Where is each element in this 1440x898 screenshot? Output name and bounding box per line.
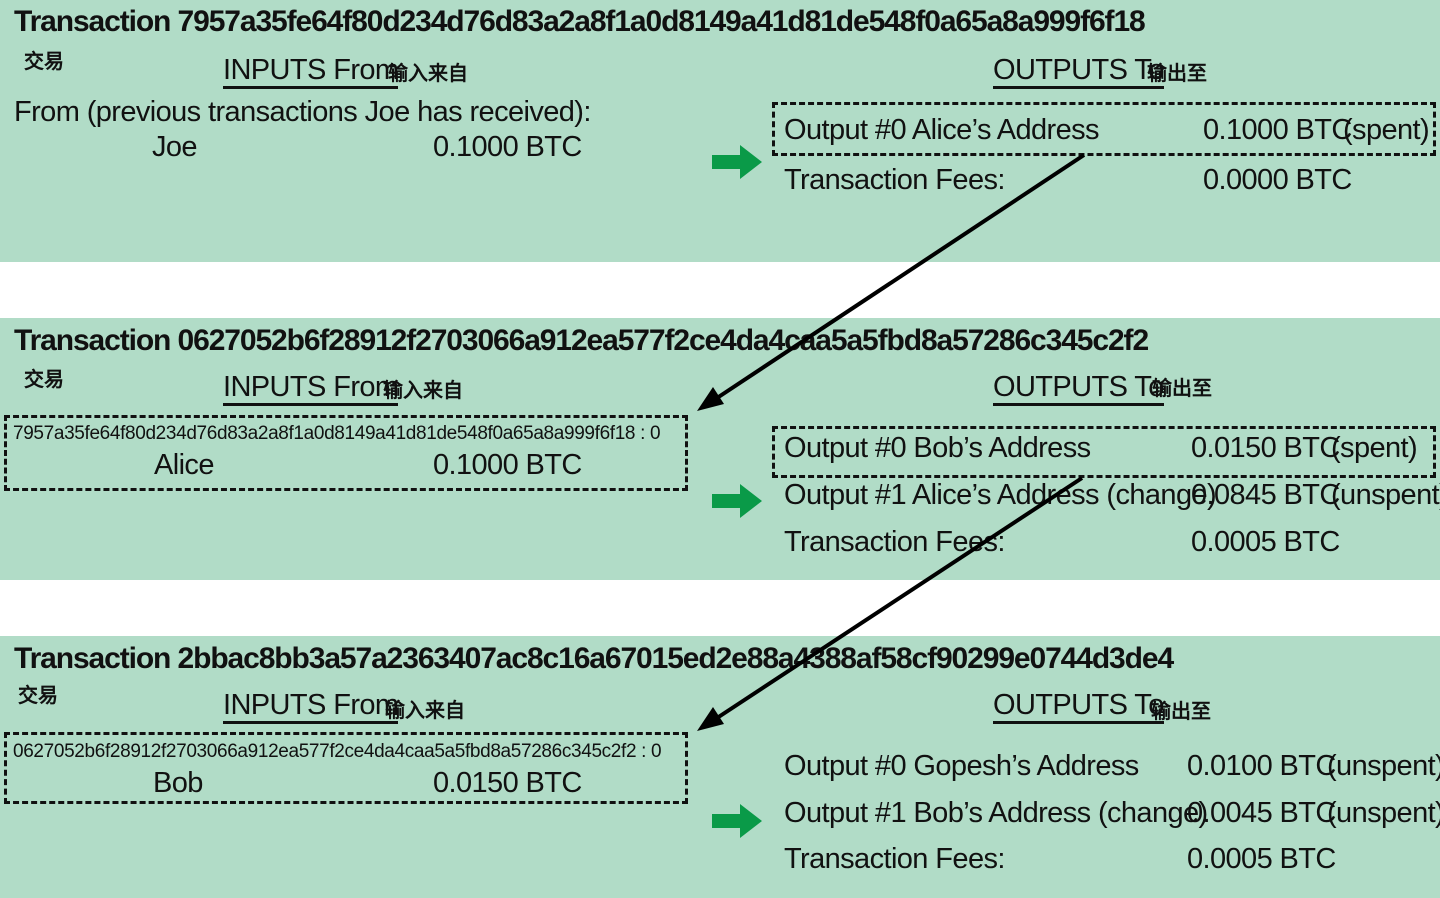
fees-label: Transaction Fees:: [784, 164, 1005, 196]
outputs-header-cn: 输出至: [1151, 701, 1211, 723]
transaction-panel-2: Transaction 2bbac8bb3a57a2363407ac8c16a6…: [0, 636, 1440, 898]
input-name: Alice: [154, 449, 214, 481]
input-note: From (previous transactions Joe has rece…: [14, 96, 591, 128]
output-label: Output #0 Bob’s Address: [784, 432, 1091, 464]
transaction-cn-label: 交易: [24, 51, 64, 73]
transaction-cn-label: 交易: [24, 369, 64, 391]
input-highlight-box: [4, 732, 688, 804]
outputs-header-cn: 输出至: [1152, 378, 1212, 400]
inputs-header: INPUTS From: [223, 691, 399, 724]
transaction-title: Transaction 0627052b6f28912f2703066a912e…: [14, 324, 1149, 357]
inputs-header: INPUTS From: [223, 373, 399, 406]
output-amount: 0.0100 BTC: [1187, 750, 1336, 782]
outputs-header: OUTPUTS To: [993, 691, 1164, 724]
fees-label: Transaction Fees:: [784, 526, 1005, 558]
fees-amount: 0.0005 BTC: [1187, 843, 1336, 875]
output-status: (unspent): [1327, 797, 1440, 829]
fees-amount: 0.0005 BTC: [1191, 526, 1340, 558]
output-status: (spent): [1343, 114, 1430, 146]
output-label: Output #1 Alice’s Address (change): [784, 479, 1217, 511]
output-amount: 0.0845 BTC: [1191, 479, 1340, 511]
green-flow-arrow-icon: [712, 484, 762, 518]
transaction-title: Transaction 2bbac8bb3a57a2363407ac8c16a6…: [14, 642, 1174, 675]
output-label: Output #1 Bob’s Address (change): [784, 797, 1208, 829]
transaction-panel-0: Transaction 7957a35fe64f80d234d76d83a2a8…: [0, 0, 1440, 262]
inputs-header-cn: 输入来自: [383, 380, 463, 402]
inputs-header-cn: 输入来自: [388, 63, 468, 85]
input-name: Joe: [152, 131, 198, 163]
transaction-panel-1: Transaction 0627052b6f28912f2703066a912e…: [0, 318, 1440, 580]
output-status: (spent): [1331, 432, 1418, 464]
output-amount: 0.1000 BTC: [1203, 114, 1352, 146]
inputs-header-cn: 输入来自: [385, 700, 465, 722]
transaction-title: Transaction 7957a35fe64f80d234d76d83a2a8…: [14, 5, 1146, 38]
output-status: (unspent): [1331, 479, 1440, 511]
input-amount: 0.0150 BTC: [433, 767, 582, 799]
input-highlight-box: [4, 415, 688, 491]
outputs-header: OUTPUTS To: [993, 373, 1164, 406]
output-amount: 0.0045 BTC: [1187, 797, 1336, 829]
inputs-header: INPUTS From: [223, 56, 399, 89]
output-highlight-box: [772, 102, 1436, 156]
input-amount: 0.1000 BTC: [433, 131, 582, 163]
transaction-cn-label: 交易: [18, 685, 58, 707]
fees-label: Transaction Fees:: [784, 843, 1005, 875]
outputs-header: OUTPUTS To: [993, 56, 1164, 89]
output-highlight-box: [772, 426, 1436, 478]
input-reference: 0627052b6f28912f2703066a912ea577f2ce4da4…: [13, 741, 662, 762]
input-amount: 0.1000 BTC: [433, 449, 582, 481]
fees-amount: 0.0000 BTC: [1203, 164, 1352, 196]
output-label: Output #0 Alice’s Address: [784, 114, 1100, 146]
output-label: Output #0 Gopesh’s Address: [784, 750, 1139, 782]
input-reference: 7957a35fe64f80d234d76d83a2a8f1a0d8149a41…: [13, 423, 661, 444]
green-flow-arrow-icon: [712, 804, 762, 838]
green-flow-arrow-icon: [712, 145, 762, 179]
outputs-header-cn: 输出至: [1147, 63, 1207, 85]
output-amount: 0.0150 BTC: [1191, 432, 1340, 464]
input-name: Bob: [153, 767, 203, 799]
output-status: (unspent): [1327, 750, 1440, 782]
